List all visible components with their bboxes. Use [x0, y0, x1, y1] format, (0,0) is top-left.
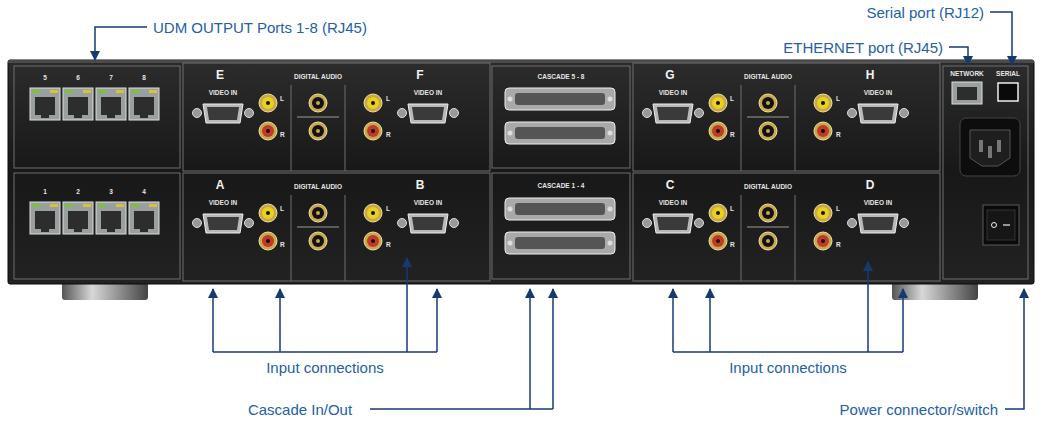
- power-inlet-socket: [970, 130, 1010, 166]
- channel-label: R: [836, 242, 841, 249]
- power-switch-rocker: [987, 210, 1015, 240]
- leader-line: [672, 289, 674, 352]
- leader-lines: [95, 12, 1024, 409]
- callout-label: ETHERNET port (RJ45): [783, 40, 943, 55]
- device-foot: [62, 282, 148, 300]
- leader-line: [529, 289, 531, 409]
- switch-off-symbol: [992, 223, 997, 228]
- panel-label: VIDEO IN: [864, 90, 893, 97]
- panel-label: DIGITAL AUDIO: [744, 74, 792, 81]
- port-number: 1: [43, 189, 47, 196]
- leader-line: [212, 289, 214, 352]
- callout-label: Serial port (RJ12): [866, 5, 984, 20]
- port-number: 7: [109, 75, 113, 82]
- channel-label: L: [280, 206, 284, 213]
- leader-line: [1005, 289, 1024, 409]
- panel-label: VIDEO IN: [209, 90, 238, 97]
- callout-label: Cascade In/Out: [248, 402, 352, 417]
- input-letter: B: [416, 179, 425, 191]
- panel-label: DIGITAL AUDIO: [744, 184, 792, 191]
- leader-line: [95, 27, 147, 60]
- channel-label: L: [386, 96, 390, 103]
- cascade-panel: [492, 66, 630, 279]
- input-letter: E: [216, 69, 224, 81]
- power-pin: [979, 140, 983, 152]
- callout-label: Input connections: [729, 360, 847, 375]
- leader-line: [406, 258, 408, 352]
- output-panel: [14, 66, 180, 279]
- leader-line: [279, 289, 281, 352]
- serial-port: [998, 83, 1018, 101]
- channel-label: R: [836, 132, 841, 139]
- input-letter: H: [866, 69, 875, 81]
- panel-label: CASCADE 1 - 4: [538, 183, 585, 190]
- input-letter: D: [866, 179, 875, 191]
- power-inlet: [960, 118, 1020, 176]
- panel-label: SERIAL: [996, 71, 1020, 78]
- channel-label: L: [730, 96, 734, 103]
- channel-label: L: [836, 206, 840, 213]
- leader-line: [902, 289, 904, 352]
- callout-label: Power connector/switch: [840, 402, 998, 417]
- power-pin: [997, 140, 1001, 152]
- power-switch: [983, 205, 1019, 245]
- panel-label: VIDEO IN: [209, 200, 238, 207]
- panel-label: NETWORK: [950, 71, 984, 78]
- channel-label: R: [386, 132, 391, 139]
- leader-line: [709, 289, 711, 352]
- device-foot: [892, 282, 978, 300]
- leader-line: [213, 351, 437, 353]
- port-number: 4: [142, 189, 146, 196]
- callout-label: UDM OUTPUT Ports 1-8 (RJ45): [153, 20, 367, 35]
- channel-label: L: [280, 96, 284, 103]
- ethernet-port-opening: [957, 87, 977, 100]
- leader-line: [867, 262, 869, 352]
- channel-label: L: [836, 96, 840, 103]
- panel-label: VIDEO IN: [414, 90, 443, 97]
- channel-label: R: [730, 242, 735, 249]
- panel-label: VIDEO IN: [414, 200, 443, 207]
- input-letter: G: [665, 69, 674, 81]
- port-number: 5: [43, 75, 47, 82]
- panel-label: VIDEO IN: [659, 90, 688, 97]
- channel-label: R: [730, 132, 735, 139]
- switch-on-symbol: [1003, 224, 1010, 225]
- panel-label: DIGITAL AUDIO: [294, 184, 342, 191]
- port-number: 2: [76, 189, 80, 196]
- leader-line: [949, 47, 968, 65]
- channel-label: R: [280, 242, 285, 249]
- port-number: 8: [142, 75, 146, 82]
- power-pin: [988, 146, 992, 158]
- ethernet-port: [952, 82, 982, 104]
- input-letter: A: [216, 179, 225, 191]
- input-letter: F: [416, 69, 423, 81]
- leader-line: [370, 408, 553, 410]
- leader-line: [552, 289, 554, 409]
- input-letter: C: [666, 179, 675, 191]
- channel-label: L: [386, 206, 390, 213]
- panel-label: VIDEO IN: [659, 200, 688, 207]
- panel-label: VIDEO IN: [864, 200, 893, 207]
- port-number: 3: [109, 189, 113, 196]
- chassis: [8, 60, 1034, 284]
- power-panel: [943, 66, 1028, 279]
- channel-label: R: [386, 242, 391, 249]
- callout-label: Input connections: [266, 360, 384, 375]
- panel-label: CASCADE 5 - 8: [538, 74, 585, 81]
- channel-label: R: [280, 132, 285, 139]
- channel-label: L: [730, 206, 734, 213]
- leader-line: [990, 12, 1012, 65]
- leader-line: [436, 289, 438, 352]
- port-number: 6: [76, 75, 80, 82]
- panel-label: DIGITAL AUDIO: [294, 74, 342, 81]
